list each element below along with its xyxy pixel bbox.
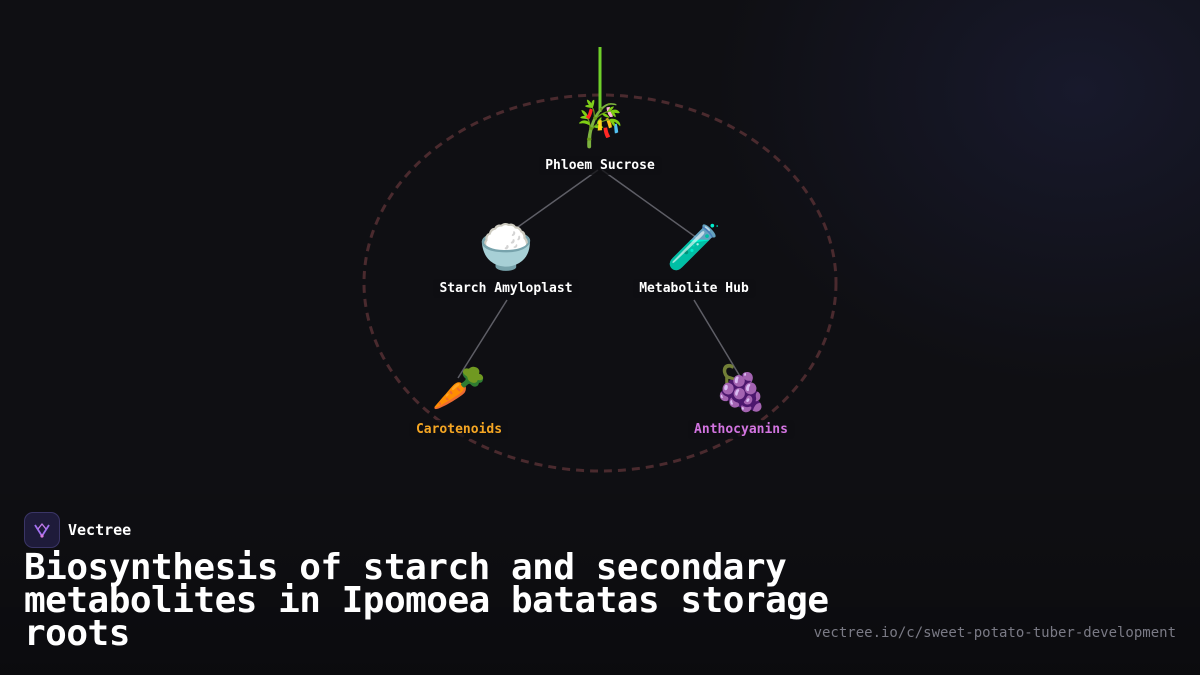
brand[interactable]: Vectree — [24, 512, 131, 548]
edge-starch-carotenoids — [457, 299, 508, 379]
bamboo-icon: 🎋 — [572, 99, 628, 150]
grapes-icon: 🍇 — [713, 363, 769, 414]
edge-phloem-starch — [507, 169, 599, 235]
rice-bowl-icon: 🍚 — [478, 222, 534, 273]
brand-name: Vectree — [68, 521, 132, 539]
node-label: Starch Amyloplast — [433, 279, 579, 298]
node-label: Anthocyanins — [688, 420, 794, 439]
vectree-logo-icon — [24, 512, 60, 548]
node-starch-amyloplast[interactable]: 🍚 Starch Amyloplast — [433, 222, 579, 298]
node-carotenoids[interactable]: 🥕 Carotenoids — [409, 363, 509, 439]
source-url[interactable]: vectree.io/c/sweet-potato-tuber-developm… — [813, 625, 1176, 641]
node-anthocyanins[interactable]: 🍇 Anthocyanins — [688, 364, 794, 439]
edge-phloem-hub — [601, 169, 698, 239]
carrot-icon: 🥕 — [431, 363, 487, 414]
node-label: Carotenoids — [409, 420, 509, 439]
test-tube-icon: 🧪 — [666, 222, 722, 273]
page-title: Biosynthesis of starch and secondary met… — [24, 547, 829, 654]
edge-hub-anthocyanins — [693, 299, 742, 379]
node-metabolite-hub[interactable]: 🧪 Metabolite Hub — [633, 223, 755, 298]
node-phloem-sucrose[interactable]: 🎋 Phloem Sucrose — [539, 100, 661, 175]
node-label: Phloem Sucrose — [539, 156, 661, 175]
node-label: Metabolite Hub — [633, 279, 755, 298]
